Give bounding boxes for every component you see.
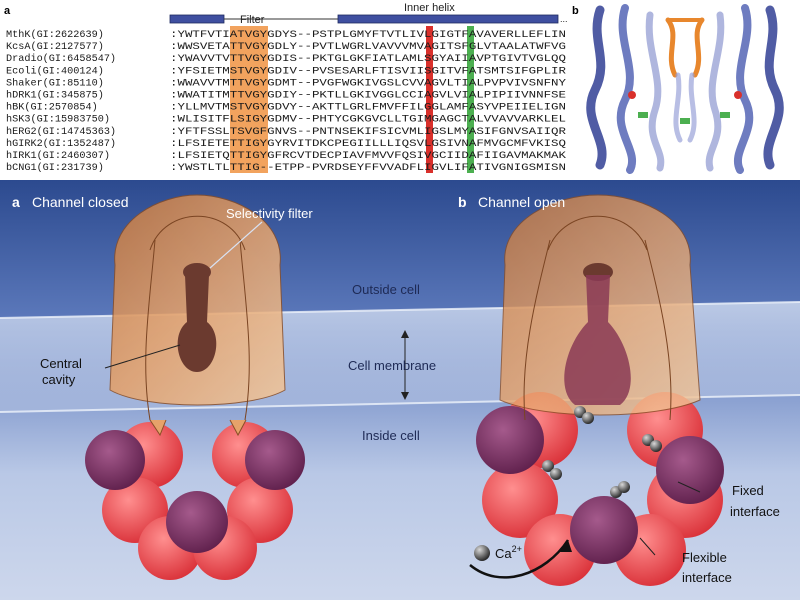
open-central-cavity (564, 275, 631, 405)
flexible-interface-leader (639, 537, 656, 556)
calcium-label: Ca2+ (495, 544, 522, 561)
glycine-hinge-column (426, 26, 433, 173)
ribbon-structure (586, 4, 784, 174)
alignment-row-sequence: :YFTFSSLTSVGFGNVS--PNTNSEKIFSICVMLIGSLMY… (170, 127, 566, 138)
free-calcium-ion (474, 545, 490, 561)
inner-helix-bar (337, 14, 559, 24)
closed-panel-letter: a (12, 194, 20, 210)
open-panel-letter: b (458, 194, 467, 210)
selectivity-filter-column (230, 26, 268, 173)
structure-svg: b (570, 0, 800, 180)
alignment-row-sequence: :YWSTLTLTTIG--ETPP-PVRDSEYFFVVADFLIGVLIF… (170, 163, 566, 174)
alanine-column (467, 26, 474, 173)
alignment-row-name: hGIRK2(GI:1352487) (6, 138, 116, 150)
fixed-interface-leader (677, 481, 701, 493)
helix-continuation: ... (560, 14, 568, 24)
inner-helix-label: Inner helix (404, 2, 455, 14)
alignment-row-sequence: :YWAVVTVTTVGYGDIS--PKTGLGKFIATLAMLSGYAII… (170, 54, 566, 65)
alanine-marker (638, 112, 648, 118)
top-panels: a Filter Inner helix ... MthK(GI:2622639… (0, 0, 800, 180)
alignment-row-sequence: :WWATITMTTVGYGDIY--PKTLLGKIVGGLCCIAGVLVI… (170, 91, 566, 102)
alignment-panel-letter: a (4, 5, 11, 17)
fixed-interface-label-line2: interface (730, 504, 780, 519)
open-channel (469, 194, 724, 586)
alignment-row-name: Dradio(GI:6458547) (6, 53, 116, 65)
glycine-hinge-marker (628, 91, 636, 99)
alignment-row-name: hIRK1(GI:2460307) (6, 150, 110, 162)
alignment-rows: MthK(GI:2622639) :YWTFVTIATVGYGDYS--PSTPL… (6, 29, 567, 174)
flexible-interface-label-line2: interface (682, 570, 732, 585)
alanine-marker (720, 112, 730, 118)
channel-diagram: a Channel closed b Channel open Selectiv… (0, 180, 800, 600)
central-cavity-label-line2: cavity (42, 372, 76, 387)
channel-open-title: Channel open (478, 194, 565, 210)
glycine-hinge-marker (734, 91, 742, 99)
alignment-row-sequence: :LFSIETQTTIGYGFRCVTDECPIAVFMVVFQSIVGCIID… (170, 151, 567, 162)
alignment-row-sequence: :WWAVVTMTTVGYGDMT--PVGFWGKIVGSLCVVAGVLTI… (170, 78, 566, 89)
flexible-interface-label-line1: Flexible (682, 550, 727, 565)
alignment-row-name: hERG2(GI:14745363) (6, 126, 116, 138)
central-cavity-label-line1: Central (40, 356, 82, 371)
alignment-row-sequence: :LFSIETETTIGYGYRVITDKCPEGIILLLIQSVLGSIVN… (170, 139, 566, 150)
alignment-row-sequence: :WWSVETATTVGYGDLY--PVTLWGRLVAVVVMVAGITSF… (170, 42, 566, 53)
alignment-row-name: Shaker(GI:85110) (6, 77, 104, 89)
filter-bar (169, 14, 225, 24)
channel-svg: a Channel closed b Channel open Selectiv… (0, 180, 800, 600)
calcium-ions (542, 406, 662, 498)
alignment-svg: a Filter Inner helix ... MthK(GI:2622639… (4, 2, 568, 174)
cell-membrane-label: Cell membrane (348, 358, 436, 373)
alignment-row-sequence: :YWTFVTIATVGYGDYS--PSTPLGMYFTVTLIVLGIGTF… (170, 30, 566, 41)
alignment-row-sequence: :YLLMVTMSTVGYGDVY--AKTTLGRLFMVFFILGGLAMF… (170, 103, 566, 114)
closed-channel (85, 194, 305, 580)
alignment-row-name: hBK(GI:2570854) (6, 102, 98, 114)
closed-central-cavity (177, 275, 217, 372)
alignment-row-name: hDRK1(GI:345875) (6, 90, 104, 102)
closed-gating-ring (85, 422, 305, 580)
structure-panel-letter: b (572, 5, 579, 17)
alignment-row-name: hSK3(GI:15983750) (6, 114, 110, 126)
selectivity-filter-label: Selectivity filter (226, 206, 313, 221)
fixed-interface-label-line1: Fixed (732, 483, 764, 498)
alignment-row-name: KcsA(GI:2127577) (6, 41, 104, 53)
alignment-row-sequence: :WLISITFLSIGYGDMV--PHTYCGKGVCLLTGIMGAGCT… (170, 115, 566, 126)
filter-label: Filter (240, 14, 265, 26)
alignment-row-name: MthK(GI:2622639) (6, 29, 104, 41)
channel-closed-title: Channel closed (32, 194, 129, 210)
alanine-marker (680, 118, 690, 124)
alignment-row-sequence: :YFSIETMSTVGYGDIV--PVSESARLFTISVIISGITVF… (170, 66, 566, 77)
alignment-row-name: bCNG1(GI:231739) (6, 162, 104, 174)
inside-cell-label: Inside cell (362, 428, 420, 443)
calcium-binding-arrow (469, 539, 570, 579)
selectivity-filter-leader (209, 221, 263, 269)
alignment-row-name: Ecoli(GI:400124) (6, 65, 104, 77)
outside-cell-label: Outside cell (352, 282, 420, 297)
central-cavity-leader (104, 344, 181, 369)
